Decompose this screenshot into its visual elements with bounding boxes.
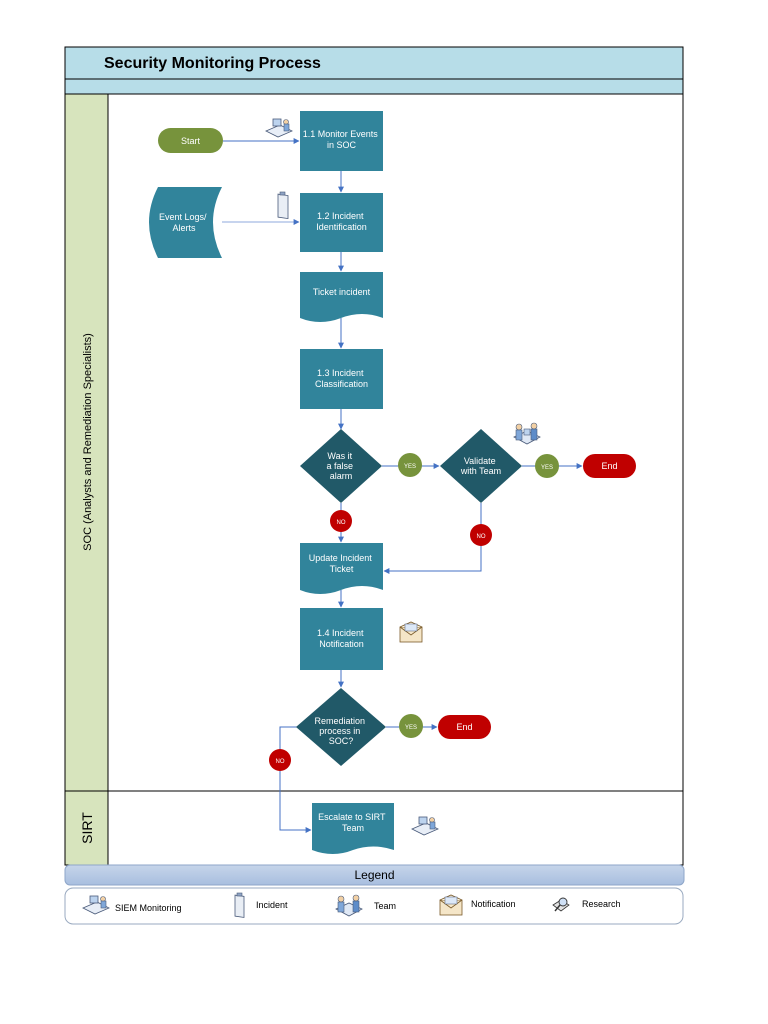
soc-lane-header bbox=[64, 93, 109, 792]
remediation-decision bbox=[296, 688, 386, 766]
yes-label-2: YES bbox=[541, 465, 553, 471]
false-alarm-decision bbox=[300, 429, 382, 503]
team-icon bbox=[513, 422, 541, 445]
end-node-1 bbox=[583, 454, 636, 478]
page-title: Security Monitoring Process bbox=[104, 55, 321, 72]
validate-team-decision bbox=[440, 429, 522, 503]
incident-classification-label: 1.3 Incident Classification bbox=[315, 368, 368, 389]
remediation-label: Remediation process in SOC? bbox=[314, 716, 367, 746]
no-badge-1 bbox=[330, 510, 352, 532]
no-label-3: NO bbox=[276, 759, 285, 765]
no-badge-3 bbox=[269, 749, 291, 771]
legend-label-research: Research bbox=[582, 899, 621, 909]
validate-team-label: Validate with Team bbox=[460, 456, 501, 476]
title-sub-bar bbox=[64, 78, 684, 95]
end-label-1: End bbox=[601, 461, 617, 471]
event-logs-node bbox=[149, 187, 222, 258]
legend-label-incident: Incident bbox=[256, 900, 288, 910]
yes-badge-1 bbox=[398, 453, 422, 477]
ticket-incident-node bbox=[300, 272, 383, 322]
legend-body bbox=[64, 887, 684, 925]
yes-label-1: YES bbox=[404, 464, 416, 470]
soc-lane-label: SOC (Analysts and Remediation Specialist… bbox=[82, 333, 94, 551]
notification-icon bbox=[399, 621, 423, 643]
legend-header bbox=[64, 864, 685, 886]
incident-identification-label: 1.2 Incident Identification bbox=[316, 211, 367, 232]
end-label-2: End bbox=[456, 722, 472, 732]
legend-label-team: Team bbox=[374, 901, 396, 911]
incident-identification-node bbox=[300, 193, 383, 252]
start-node bbox=[158, 128, 223, 153]
legend-siem-icon bbox=[82, 895, 110, 915]
no-label-1: NO bbox=[337, 520, 346, 526]
incident-classification-node bbox=[300, 349, 383, 409]
escalate-sirt-node bbox=[312, 803, 394, 854]
legend-team-icon bbox=[335, 894, 363, 917]
escalate-sirt-label: Escalate to SIRT Team bbox=[318, 812, 388, 833]
legend-label-notification: Notification bbox=[471, 899, 516, 909]
connector-remediation-escalate bbox=[279, 726, 312, 833]
false-alarm-label: Was it a false alarm bbox=[326, 451, 355, 481]
incident-notification-node bbox=[300, 608, 383, 670]
siem-monitoring-icon-sirt bbox=[411, 816, 439, 836]
title-bar bbox=[64, 46, 684, 80]
legend-title: Legend bbox=[354, 868, 394, 882]
event-logs-label: Event Logs/ Alerts bbox=[159, 212, 209, 233]
end-node-2 bbox=[438, 715, 491, 739]
monitor-events-label: 1.1 Monitor Events in SOC bbox=[303, 129, 381, 150]
ticket-incident-label: Ticket incident bbox=[313, 287, 371, 297]
incident-notification-label: 1.4 Incident Notification bbox=[317, 628, 366, 649]
legend-incident-icon bbox=[234, 892, 245, 918]
sirt-lane-label: SIRT bbox=[79, 812, 95, 844]
legend-notification-icon bbox=[439, 894, 463, 916]
no-label-2: NO bbox=[477, 534, 486, 540]
start-label: Start bbox=[181, 136, 201, 146]
legend-research-icon bbox=[552, 897, 570, 912]
yes-badge-2 bbox=[535, 454, 559, 478]
incident-icon bbox=[277, 191, 289, 220]
yes-badge-3 bbox=[399, 714, 423, 738]
siem-monitoring-icon bbox=[265, 118, 293, 138]
monitor-events-node bbox=[300, 111, 383, 171]
update-ticket-label: Update Incident Ticket bbox=[309, 553, 375, 574]
update-ticket-node bbox=[300, 543, 383, 594]
legend-label-siem: SIEM Monitoring bbox=[115, 903, 182, 913]
yes-label-3: YES bbox=[405, 725, 417, 731]
no-badge-2 bbox=[470, 524, 492, 546]
